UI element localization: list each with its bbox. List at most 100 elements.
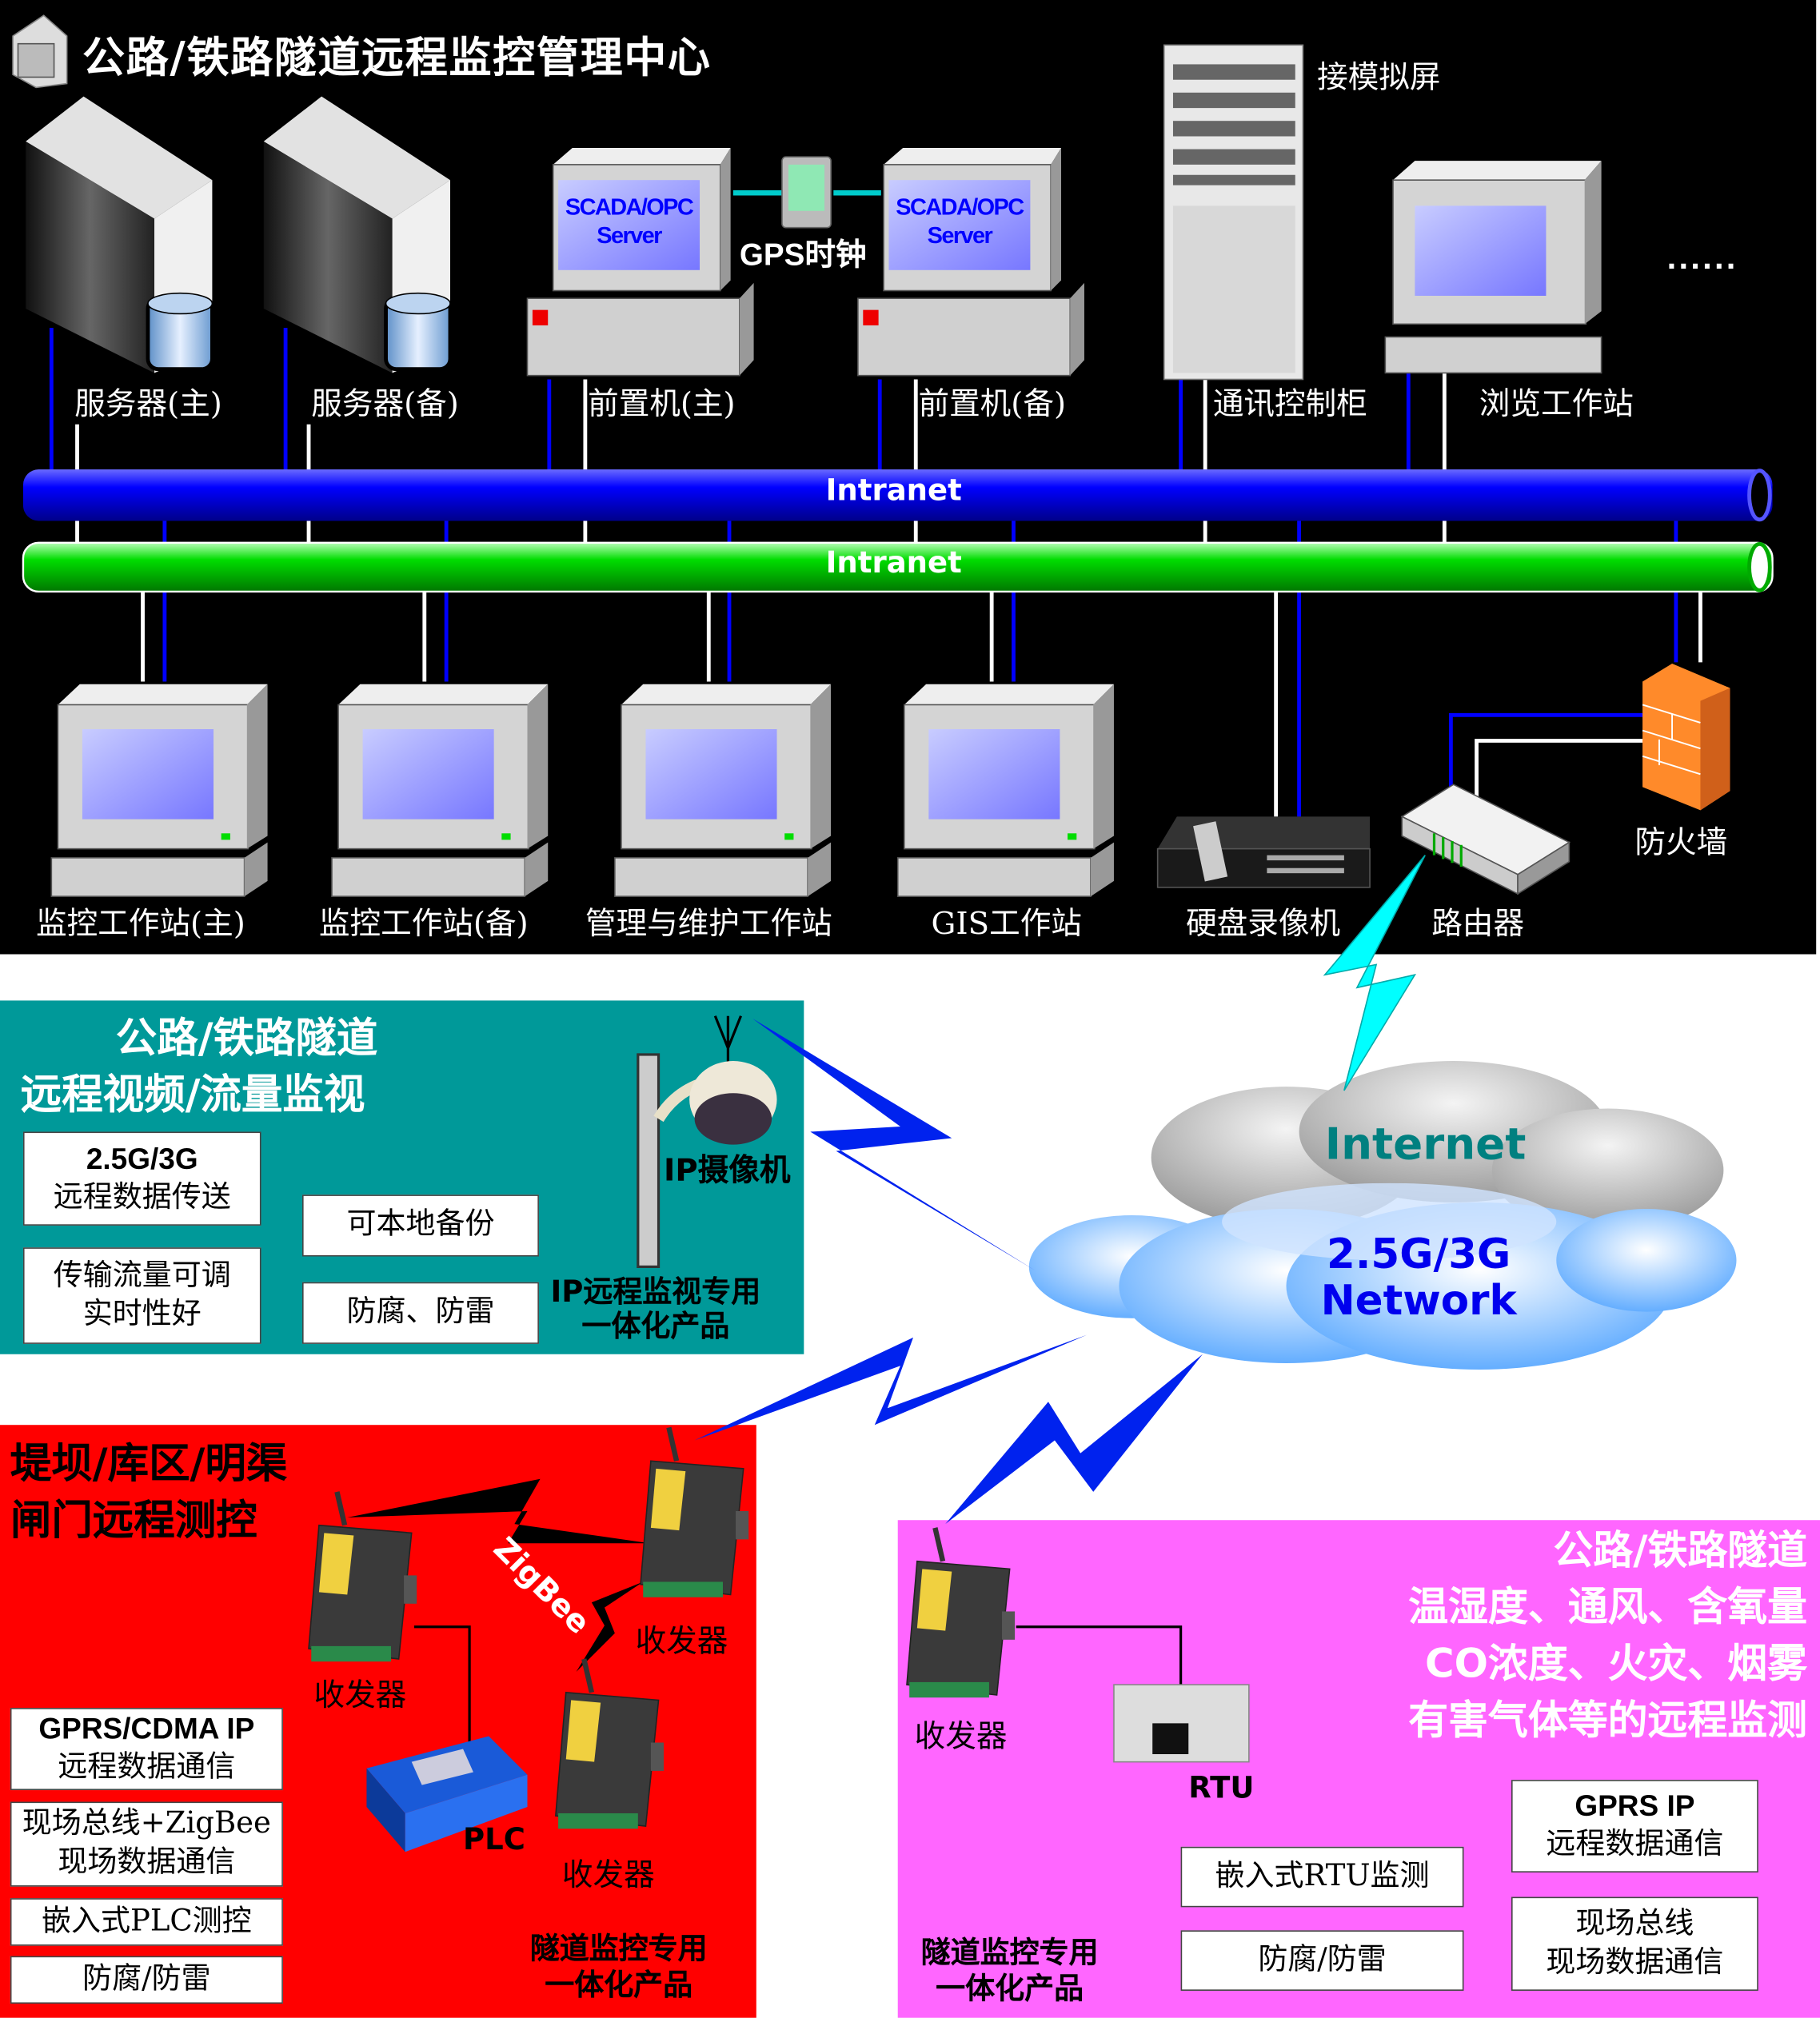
transceiver-icon xyxy=(556,1659,664,1829)
product-line2: 一体化产品 xyxy=(581,1310,730,1344)
env-panel-title: 公路/铁路隧道 温湿度、通风、含氧量 CO浓度、火灾、烟雾 有害气体等的远程监测 xyxy=(1408,1522,1807,1749)
feature-box-line1: 传输流量可调 xyxy=(53,1258,231,1292)
feature-box-line1: 防腐、防雷 xyxy=(346,1294,495,1329)
feature-box-line2: 远程数据通信 xyxy=(58,1750,236,1784)
feature-box-line2: 现场数据通信 xyxy=(58,1845,236,1880)
feature-box-anticorrosion: 防腐/防雷 xyxy=(10,1956,283,2004)
firewall-label: 防火墙 xyxy=(1634,824,1728,861)
env-title-line: CO浓度、火灾、烟雾 xyxy=(1425,1641,1807,1688)
cloud-line3: Network xyxy=(1320,1275,1517,1325)
intranet-blue-label: Intranet xyxy=(825,474,962,508)
control-center-title: 公路/铁路隧道远程监控管理中心 xyxy=(82,32,712,82)
feature-box-line2: 远程数据通信 xyxy=(1546,1827,1724,1861)
transceiver-icon xyxy=(641,1427,748,1597)
dvr-label: 硬盘录像机 xyxy=(1186,905,1341,942)
feature-box-3g-transfer: 2.5G/3G 远程数据传送 xyxy=(22,1131,261,1226)
feature-box-gprs-ip: GPRS IP 远程数据通信 xyxy=(1511,1780,1758,1872)
video-panel-title-line1: 公路/铁路隧道 xyxy=(115,1013,378,1063)
cloud-line2: 2.5G/3G xyxy=(1327,1229,1511,1278)
monitor-workstation-main-icon xyxy=(50,684,268,897)
feature-box-line1: GPRS/CDMA IP xyxy=(38,1712,255,1745)
dam-title-line1: 堤坝/库区/明渠 xyxy=(10,1438,288,1489)
feature-box-line1: GPRS IP xyxy=(1575,1789,1695,1823)
feature-box-line1: 现场总线 xyxy=(1575,1906,1694,1940)
feature-box-line1: 嵌入式RTU监测 xyxy=(1215,1859,1430,1892)
feature-box-line2: 远程数据传送 xyxy=(53,1179,231,1214)
cloud-internet-label: Internet xyxy=(1324,1119,1527,1171)
feature-box-line1: 防腐/防雷 xyxy=(1258,1942,1387,1976)
video-product-label: IP远程监视专用 一体化产品 xyxy=(550,1276,760,1346)
plc-icon xyxy=(366,1625,528,1852)
env-title-line: 有害气体等的远程监测 xyxy=(1408,1697,1807,1745)
transceiver-label: 收发器 xyxy=(561,1856,655,1893)
frontend-main-pc-icon xyxy=(526,147,754,377)
management-workstation-label: 管理与维护工作站 xyxy=(585,905,832,942)
internet-cloud-icon xyxy=(1028,1061,1737,1370)
dvr-icon xyxy=(1156,816,1371,888)
plc-label: PLC xyxy=(463,1823,525,1857)
dam-title-line2: 闸门远程测控 xyxy=(10,1495,257,1545)
gis-workstation-label: GIS工作站 xyxy=(931,905,1082,942)
building-icon xyxy=(12,14,68,89)
lightning-dam-icon xyxy=(694,1334,1088,1441)
transceiver-label: 收发器 xyxy=(635,1622,728,1659)
scada-main-screen-text: SCADA/OPC Server xyxy=(558,193,700,249)
browse-workstation-icon xyxy=(1384,161,1602,374)
server-main-icon xyxy=(26,96,214,373)
frontend-main-label: 前置机(主) xyxy=(588,385,736,422)
lightning-cyan-icon xyxy=(1323,855,1426,1091)
intranet-blue-pipe xyxy=(22,469,1773,522)
intranet-green-label: Intranet xyxy=(825,546,962,580)
server-text: Server xyxy=(927,222,993,249)
transceiver-label: 收发器 xyxy=(313,1677,407,1713)
zigbee-lightning-icon-2 xyxy=(576,1581,644,1673)
product-line1: 隧道监控专用 xyxy=(920,1936,1099,1971)
feature-box-fieldbus-zigbee: 现场总线+ZigBee 现场数据通信 xyxy=(10,1801,283,1887)
rtu-label: RTU xyxy=(1188,1772,1255,1806)
feature-box-line2: 现场数据通信 xyxy=(1546,1944,1724,1979)
feature-box-embedded-rtu: 嵌入式RTU监测 xyxy=(1180,1846,1464,1908)
product-line2: 一体化产品 xyxy=(936,1972,1084,2007)
browse-workstation-label: 浏览工作站 xyxy=(1479,385,1634,422)
rtu-icon xyxy=(1016,1625,1250,1763)
server-backup-icon xyxy=(263,96,453,373)
feature-box-adjustable-flow: 传输流量可调实时性好 xyxy=(22,1247,261,1344)
transceiver-icon xyxy=(907,1528,1015,1697)
firewall-icon xyxy=(1642,663,1730,811)
cloud-3g-label: 2.5G/3G Network xyxy=(1309,1230,1527,1323)
transceiver-label: 收发器 xyxy=(914,1717,1008,1754)
server-backup-label: 服务器(备) xyxy=(311,385,459,422)
env-title-line: 温湿度、通风、含氧量 xyxy=(1408,1584,1807,1631)
intranet-green-pipe xyxy=(22,541,1774,593)
ellipsis-more: ...... xyxy=(1666,237,1738,277)
gps-clock-icon xyxy=(781,156,832,229)
analog-screen-label: 接模拟屏 xyxy=(1317,58,1441,96)
frontend-backup-label: 前置机(备) xyxy=(918,385,1067,422)
server-text: Server xyxy=(597,222,662,249)
product-line2: 一体化产品 xyxy=(545,1968,693,2003)
gps-clock-label: GPS时钟 xyxy=(739,237,867,273)
monitor-workstation-backup-label: 监控工作站(备) xyxy=(318,905,529,942)
feature-box-line1: 现场总线+ZigBee xyxy=(22,1807,271,1841)
transceiver-icon xyxy=(308,1491,417,1662)
feature-box-line1: 嵌入式PLC测控 xyxy=(41,1904,252,1938)
scada-text: SCADA/OPC xyxy=(896,193,1024,221)
env-title-line: 公路/铁路隧道 xyxy=(1553,1527,1807,1574)
feature-box-line1: 2.5G/3G xyxy=(86,1141,198,1175)
scada-backup-screen-text: SCADA/OPC Server xyxy=(888,193,1030,249)
comm-cabinet-icon xyxy=(1163,44,1304,381)
feature-box-line1: 防腐/防雷 xyxy=(82,1961,211,1996)
lightning-video-icon xyxy=(752,1018,1036,1271)
feature-box-line2: 实时性好 xyxy=(82,1297,202,1330)
scada-text: SCADA/OPC xyxy=(565,193,694,221)
product-line1: 隧道监控专用 xyxy=(529,1932,708,1967)
monitor-workstation-main-label: 监控工作站(主) xyxy=(36,905,245,942)
feature-box-embedded-plc: 嵌入式PLC测控 xyxy=(10,1898,283,1946)
dam-panel-title: 堤坝/库区/明渠 闸门远程测控 xyxy=(10,1435,287,1549)
dam-product-label: 隧道监控专用 一体化产品 xyxy=(530,1932,708,2004)
router-icon xyxy=(1400,784,1571,895)
feature-box-anticorrosion: 防腐、防雷 xyxy=(301,1282,539,1344)
feature-box-local-backup: 可本地备份 xyxy=(301,1194,539,1257)
